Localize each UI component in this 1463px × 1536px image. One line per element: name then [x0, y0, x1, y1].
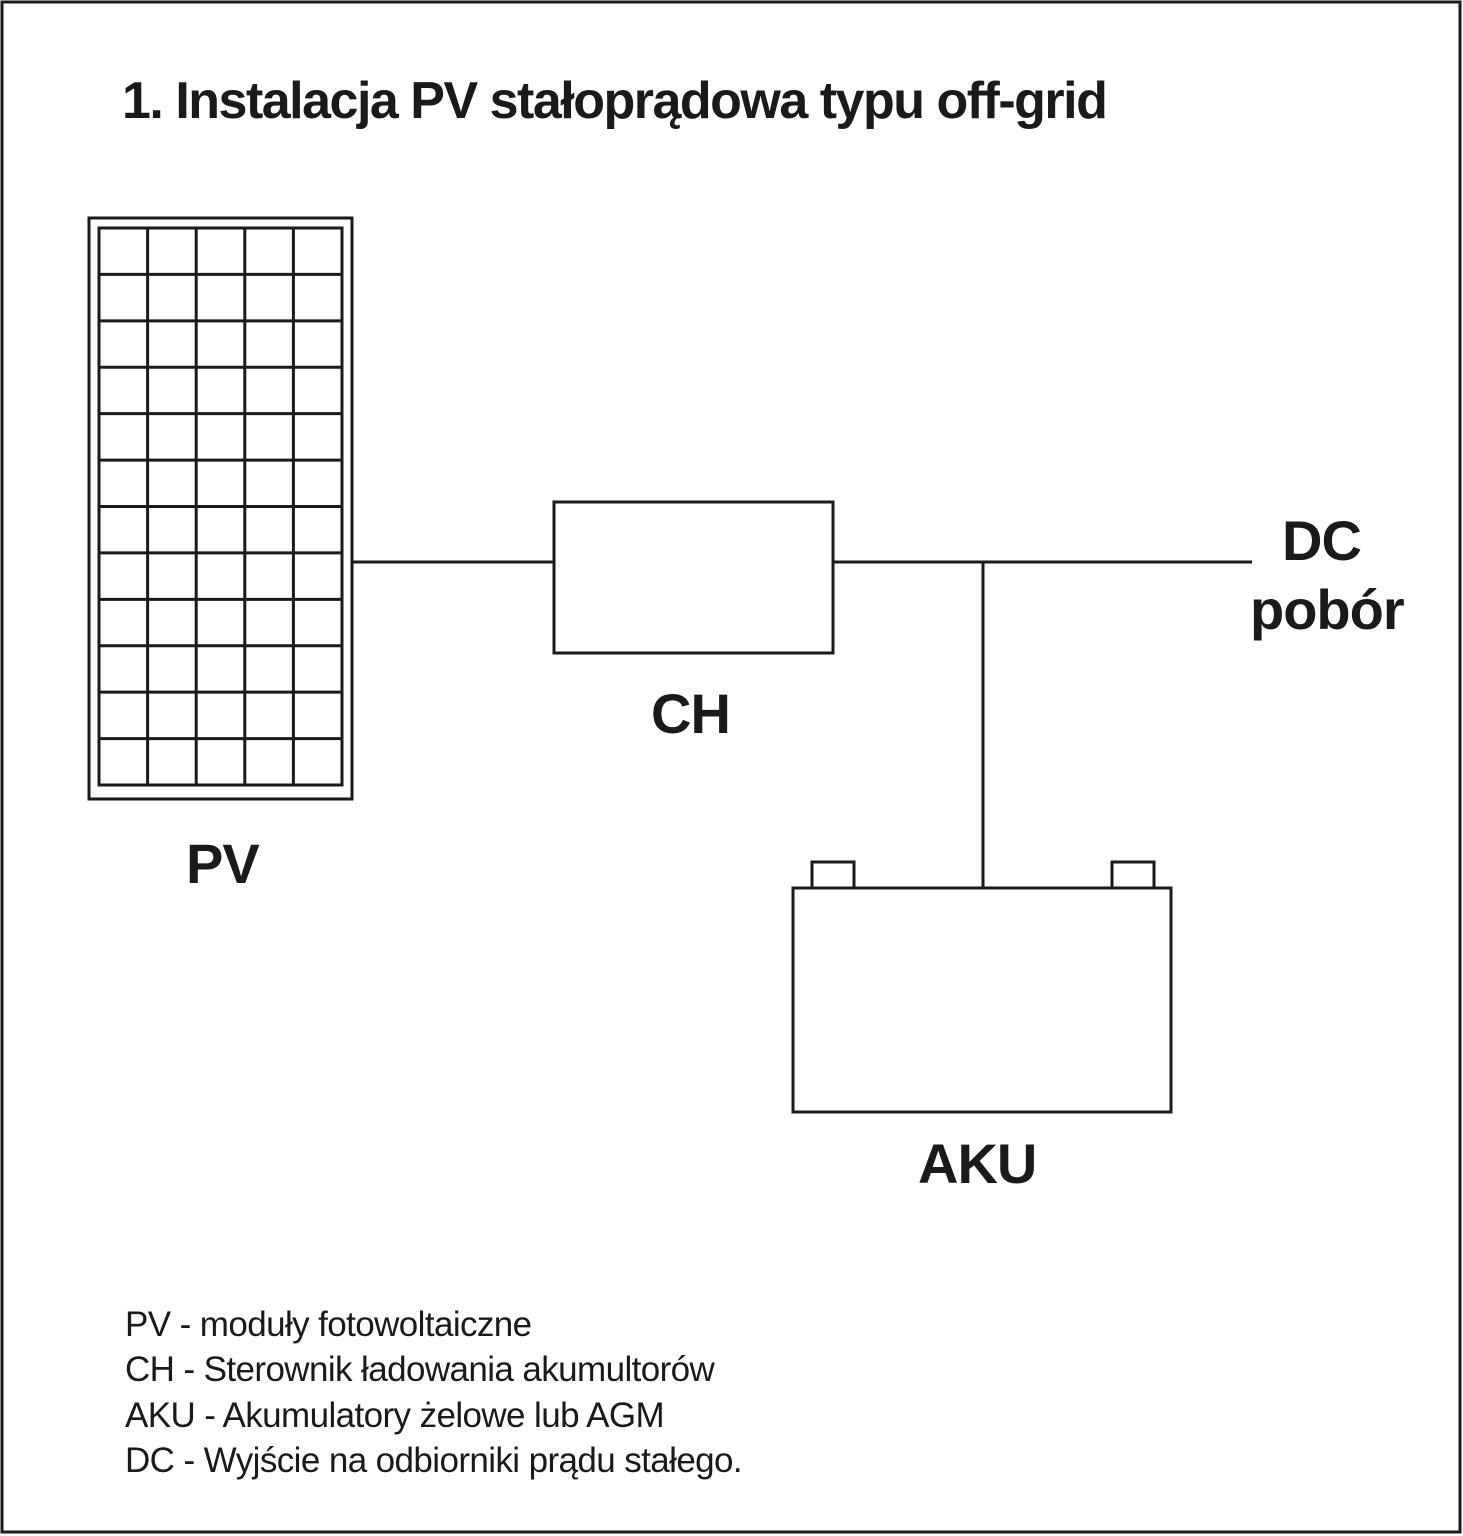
battery-body — [791, 886, 1173, 1114]
battery-terminal-right — [1110, 860, 1156, 890]
legend-item-ch: CH - Sterownik ładowania akumultorów — [125, 1350, 716, 1389]
charge-controller-box — [552, 500, 835, 655]
legend: PV - moduły fotowoltaiczne CH - Sterowni… — [125, 1305, 743, 1480]
battery-terminal-left — [810, 860, 856, 890]
ch-label: CH — [651, 682, 730, 745]
aku-label: AKU — [918, 1132, 1036, 1195]
legend-item-dc: DC - Wyjście na odbiorniki prądu stałego… — [125, 1441, 742, 1480]
dc-label-line2: pobór — [1250, 578, 1404, 641]
pv-outer-frame — [87, 216, 354, 801]
pv-cell-grid — [99, 228, 342, 785]
diagram-title: 1. Instalacja PV stałoprądowa typu off-g… — [122, 72, 1106, 130]
battery-icon — [791, 860, 1173, 1114]
solar-panel-icon — [87, 216, 354, 801]
dc-label-line1: DC — [1282, 509, 1361, 572]
legend-item-pv: PV - moduły fotowoltaiczne — [125, 1305, 532, 1344]
pv-label: PV — [186, 832, 259, 895]
legend-item-aku: AKU - Akumulatory żelowe lub AGM — [125, 1396, 664, 1435]
